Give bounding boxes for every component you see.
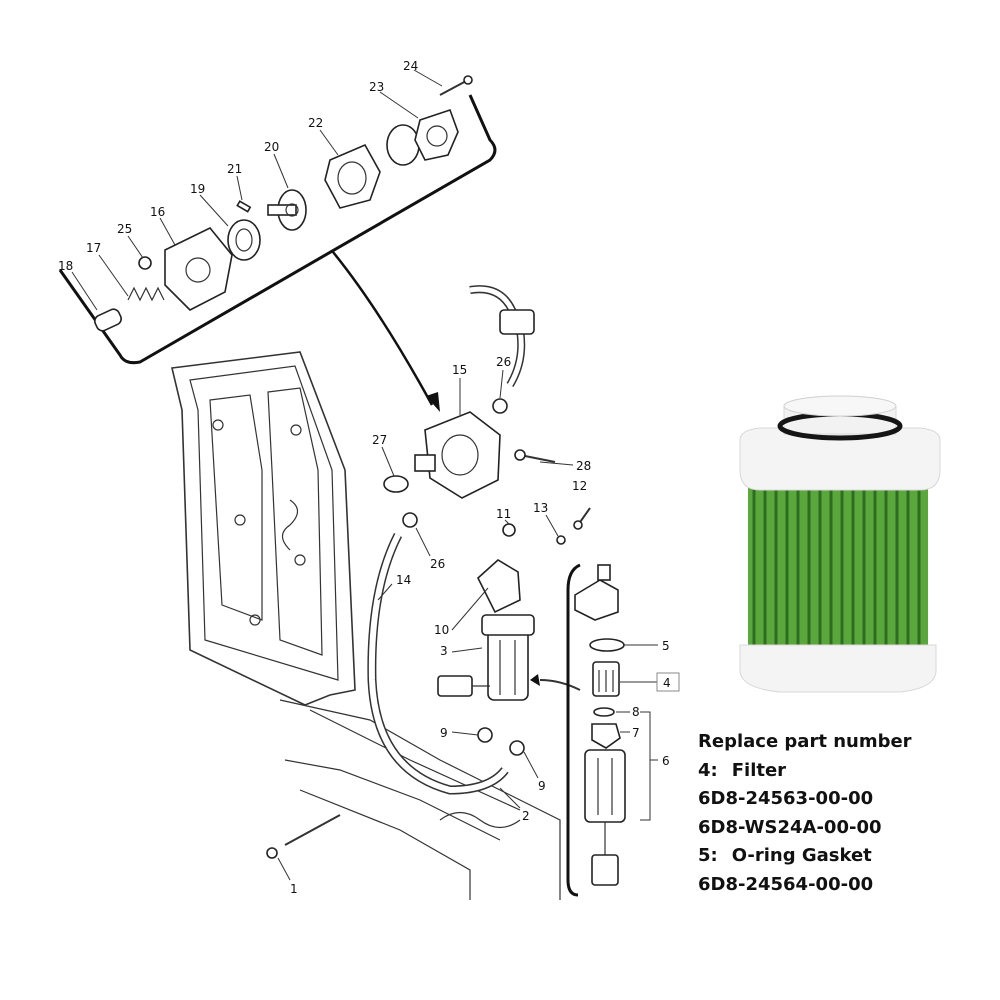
callout-2: 2 [522, 809, 530, 823]
callout-11: 11 [496, 507, 511, 521]
part-26-clamp-bottom [402, 512, 418, 528]
callout-14: 14 [396, 573, 411, 587]
part-15-fuel-pump [414, 411, 501, 499]
part-28-bolt [514, 449, 556, 463]
part-11-nut [502, 523, 516, 537]
filter-head [574, 564, 619, 621]
part-10-bracket [477, 559, 521, 614]
info-gasket-row: 5: O-ring Gasket [698, 842, 998, 871]
part-25-nut [138, 256, 152, 270]
callout-17: 17 [86, 241, 101, 255]
part-27-o-ring [383, 475, 409, 493]
leader-lines [71, 69, 660, 881]
part-17-spring [127, 286, 165, 302]
part-22-pump-body [324, 143, 381, 209]
callout-7: 7 [632, 726, 640, 740]
part-4-filter-element [592, 661, 620, 697]
callout-4: 4 [663, 676, 671, 690]
callout-20: 20 [264, 140, 279, 154]
part-9-clamp-right [509, 740, 525, 756]
cylinder-head-outline [171, 351, 356, 706]
callout-26-bottom: 26 [430, 557, 445, 571]
part-14-fuel-hose [367, 532, 509, 795]
info-gasket-pn: 6D8-24564-00-00 [698, 873, 874, 895]
part-8-ring [593, 707, 615, 717]
filter-cup [584, 749, 626, 823]
filter-detail-bracket [566, 563, 581, 897]
callout-16: 16 [150, 205, 165, 219]
callout-5: 5 [662, 639, 670, 653]
callout-23: 23 [369, 80, 384, 94]
callout-10: 10 [434, 623, 449, 637]
part-18-sleeve [94, 308, 122, 332]
assembly-arrow [332, 251, 434, 406]
part-21-pin [236, 200, 252, 213]
fuel-filter-photo [739, 395, 941, 693]
info-filter-pn2: 6D8-WS24A-00-00 [698, 816, 882, 838]
part-6-brace [640, 711, 651, 821]
wire-connector [437, 675, 490, 697]
info-filter-row: 4: Filter [698, 757, 998, 786]
part-13-washer [556, 535, 566, 545]
callout-28: 28 [576, 459, 591, 473]
filter-arrow [539, 679, 581, 691]
info-gasket-label: 5: [698, 845, 718, 866]
part-3-fuel-filter-assembly [481, 614, 535, 701]
callout-3: 3 [440, 644, 448, 658]
info-filter-label: 4: [698, 759, 718, 781]
callout-13: 13 [533, 501, 548, 515]
callout-6: 6 [662, 754, 670, 768]
info-filter-name: Filter [731, 759, 787, 781]
part-16-housing [164, 227, 233, 311]
callout-24: 24 [403, 59, 418, 73]
callout-1: 1 [290, 882, 298, 896]
callout-8: 8 [632, 705, 640, 719]
callout-9-left: 9 [440, 726, 448, 740]
callout-9-right: 9 [538, 779, 546, 793]
part-7-nut [591, 723, 621, 749]
replacement-info: Replace part number 4: Filter 6D8-24563-0… [698, 728, 998, 899]
part-24-screw [439, 75, 473, 96]
callout-12: 12 [572, 479, 587, 493]
assembly-arrowhead [426, 392, 440, 412]
callout-19: 19 [190, 182, 205, 196]
info-gasket-name: O-ring Gasket [731, 845, 872, 866]
part-23-cover [414, 108, 459, 161]
part-12-bolt [573, 507, 591, 530]
callout-18: 18 [58, 259, 73, 273]
callout-26-top: 26 [496, 355, 511, 369]
callout-15: 15 [452, 363, 467, 377]
filter-sensor-plug [591, 822, 619, 886]
part-9-clamp-left [477, 727, 493, 743]
filter-arrowhead [530, 674, 540, 686]
part-gasket-plate [386, 124, 420, 166]
callout-22: 22 [308, 116, 323, 130]
upper-assembly-bracket [58, 94, 497, 365]
callout-21: 21 [227, 162, 242, 176]
fuel-inlet-hose [469, 285, 535, 388]
part-26-clamp-top [492, 398, 508, 414]
callout-25: 25 [117, 222, 132, 236]
callout-4-box [656, 672, 680, 692]
engine-block-outline [266, 699, 561, 900]
info-filter-pn1: 6D8-24563-00-00 [698, 788, 874, 809]
callout-27: 27 [372, 433, 387, 447]
info-heading: Replace part number [698, 731, 912, 752]
part-5-o-ring [589, 638, 625, 652]
part-19-bushing [227, 219, 261, 261]
part-20-shaft-gear [267, 189, 307, 231]
